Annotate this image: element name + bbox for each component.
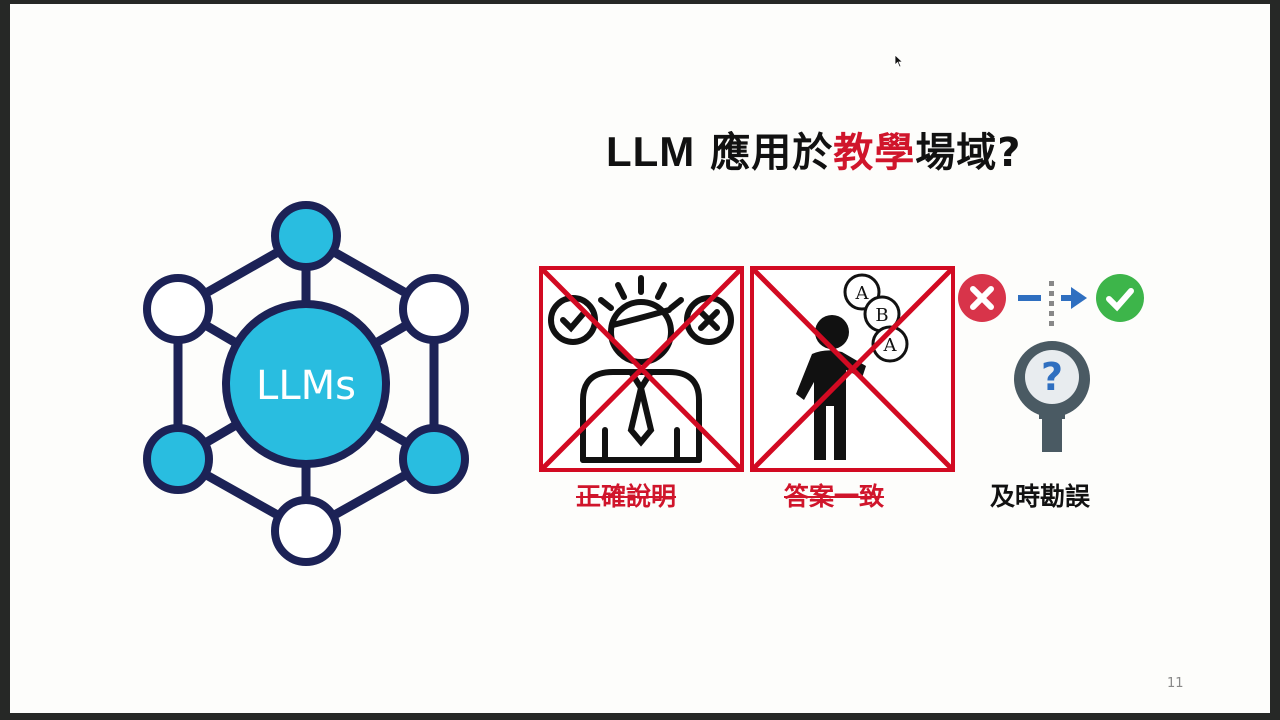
title-llm: LLM [606, 128, 696, 175]
panel-correct-explanation [539, 266, 744, 472]
magnifier-question-icon: ? [1014, 341, 1090, 452]
svg-text:A: A [855, 283, 870, 304]
title-part2: 場域? [915, 130, 1022, 176]
arrow-right-icon [1071, 287, 1087, 309]
person-idea-check-cross-icon [543, 270, 740, 468]
page-number: 11 [1167, 676, 1184, 691]
slide: LLM 應用於教學場域? LLMs [10, 4, 1270, 713]
label-timely-correction: 及時勘誤 [990, 482, 1091, 511]
network-center-label: LLMs [256, 363, 356, 409]
title-highlight: 教學 [833, 130, 916, 176]
label-consistent-answers: 答案一致 [784, 482, 885, 511]
slide-title: LLM 應用於教學場域? [606, 124, 1096, 181]
title-part1: 應用於 [695, 130, 834, 176]
svg-text:B: B [875, 305, 888, 326]
svg-text:A: A [883, 335, 898, 356]
panel-consistent-answers: A B A [750, 266, 955, 472]
person-abc-bubbles-icon: A B A [754, 270, 951, 468]
label-correct-explanation: 正確說明 [576, 482, 677, 511]
svg-text:?: ? [1041, 355, 1063, 399]
llm-network-icon: LLMs [143, 201, 469, 566]
mouse-cursor-icon [894, 54, 904, 68]
error-to-correct-magnifier-icon: ? [958, 274, 1144, 452]
check-icon [1096, 274, 1144, 322]
